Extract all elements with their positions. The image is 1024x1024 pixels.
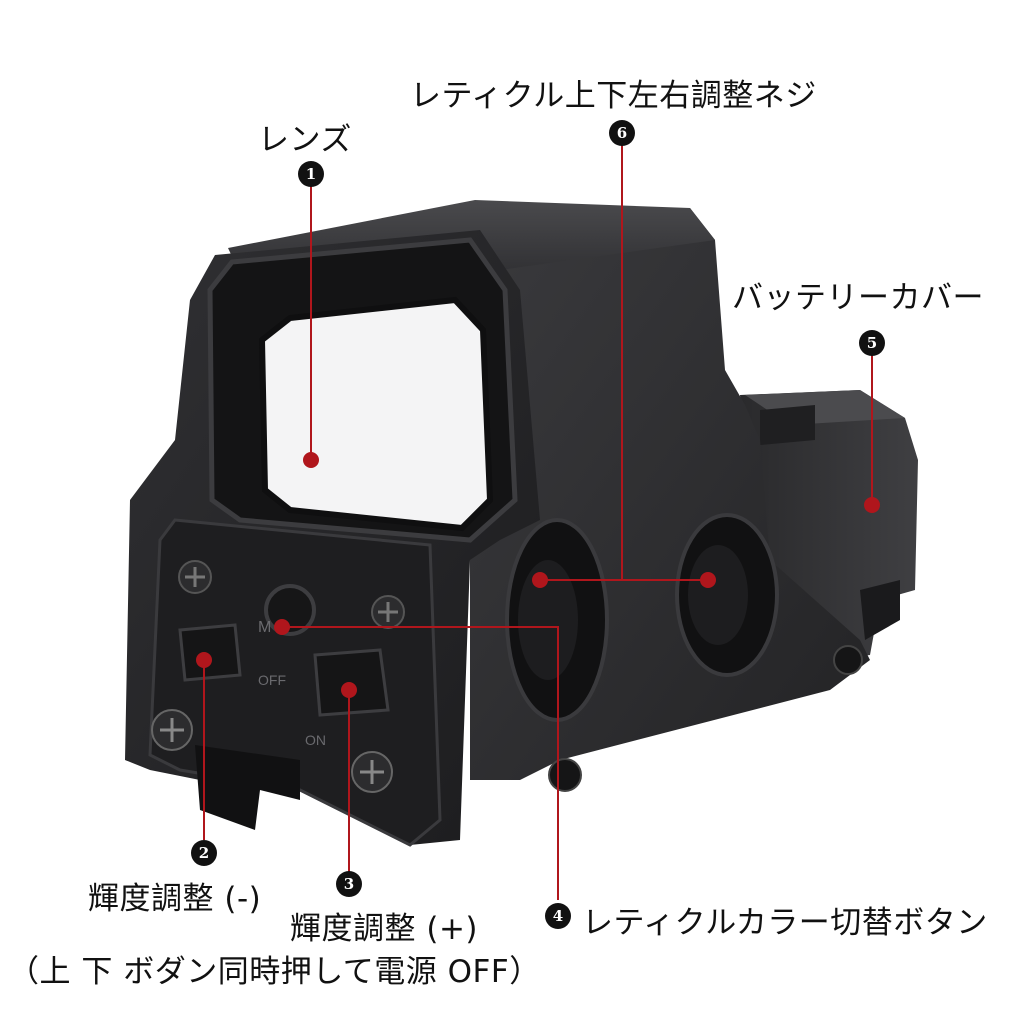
callout-label-lens: レンズ [258,122,352,158]
leader-lines [203,145,873,900]
on-marking: ON [305,732,326,748]
callout-label-reticle-adjust-screw: レティクル上下左右調整ネジ [410,78,817,114]
callout-badge-3: 3 [336,871,362,897]
brightness-minus-dot [196,652,212,668]
brightness-plus-dot [341,682,357,698]
callout-badge-2: 2 [191,840,217,866]
target-dots [196,452,880,698]
callout-badge-6: 6 [609,120,635,146]
lens-dot [303,452,319,468]
left-adjust-screw-dot [532,572,548,588]
right-adjust-screw-dot [700,572,716,588]
callout-label-brightness-minus: 輝度調整 (-) [88,881,262,917]
power-off-note: （上 下 ボダン同時押して電源 OFF） [8,954,541,990]
battery-cover-dot [864,497,880,513]
adjustment-holes [505,513,863,792]
callout-badge-4: 4 [545,903,571,929]
off-marking: OFF [258,672,286,688]
mount-rail [195,745,300,830]
callout-label-battery-cover: バッテリーカバー [732,280,984,316]
callout-badge-5: 5 [859,330,885,356]
callout-label-reticle-color-button: レティクルカラー切替ボタン [582,905,988,941]
callout-label-brightness-plus: 輝度調整 (+) [290,911,479,947]
mode-marking: M [258,619,271,636]
mode-button-dot [274,619,290,635]
callout-badge-1: 1 [298,161,324,187]
lens-glass [258,296,494,532]
